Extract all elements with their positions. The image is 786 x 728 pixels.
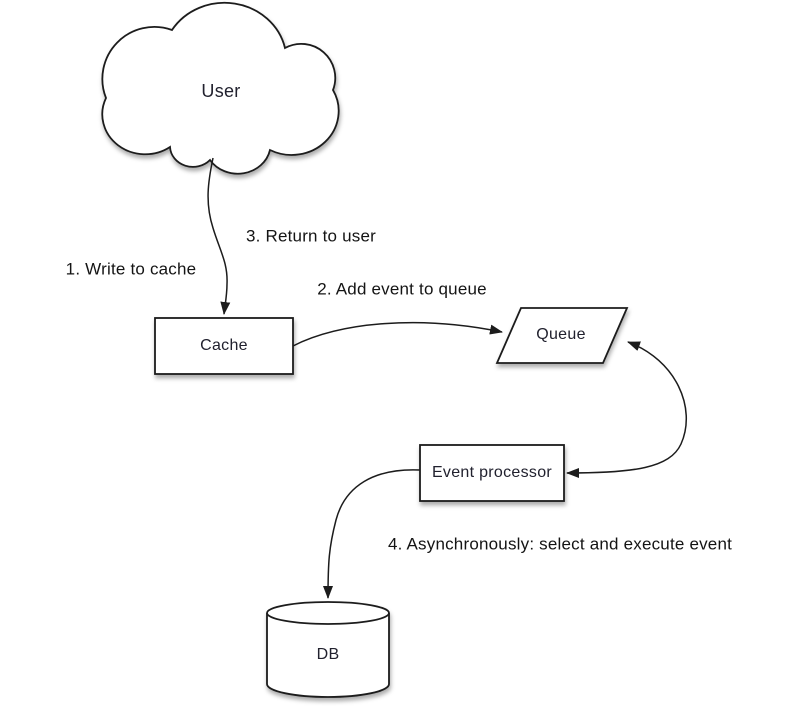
user-cloud-shape — [101, 1, 340, 175]
edge-eventprocessor-db-arrow — [323, 469, 421, 599]
edge-user-cache-arrow — [207, 157, 231, 315]
cache-box-shape — [154, 317, 294, 375]
edge-label-return-to-user: 3. Return to user — [245, 226, 377, 246]
edge-cache-queue-arrow — [292, 321, 503, 347]
event-processor-node-label: Event processor — [431, 464, 553, 482]
cache-node-label: Cache — [200, 337, 248, 355]
user-node-label: User — [201, 81, 241, 102]
event-processor-box-shape — [419, 444, 565, 502]
db-node-label: DB — [316, 646, 340, 664]
edge-label-add-event-to-queue: 2. Add event to queue — [317, 279, 487, 299]
db-cylinder-shape — [266, 601, 390, 698]
queue-node-label: Queue — [536, 326, 586, 344]
edge-label-write-to-cache: 1. Write to cache — [65, 259, 197, 279]
queue-parallelogram-shape — [495, 307, 629, 364]
edge-queue-eventprocessor-arrow — [566, 341, 687, 478]
edge-label-async-select-execute: 4. Asynchronously: select and execute ev… — [387, 534, 733, 554]
